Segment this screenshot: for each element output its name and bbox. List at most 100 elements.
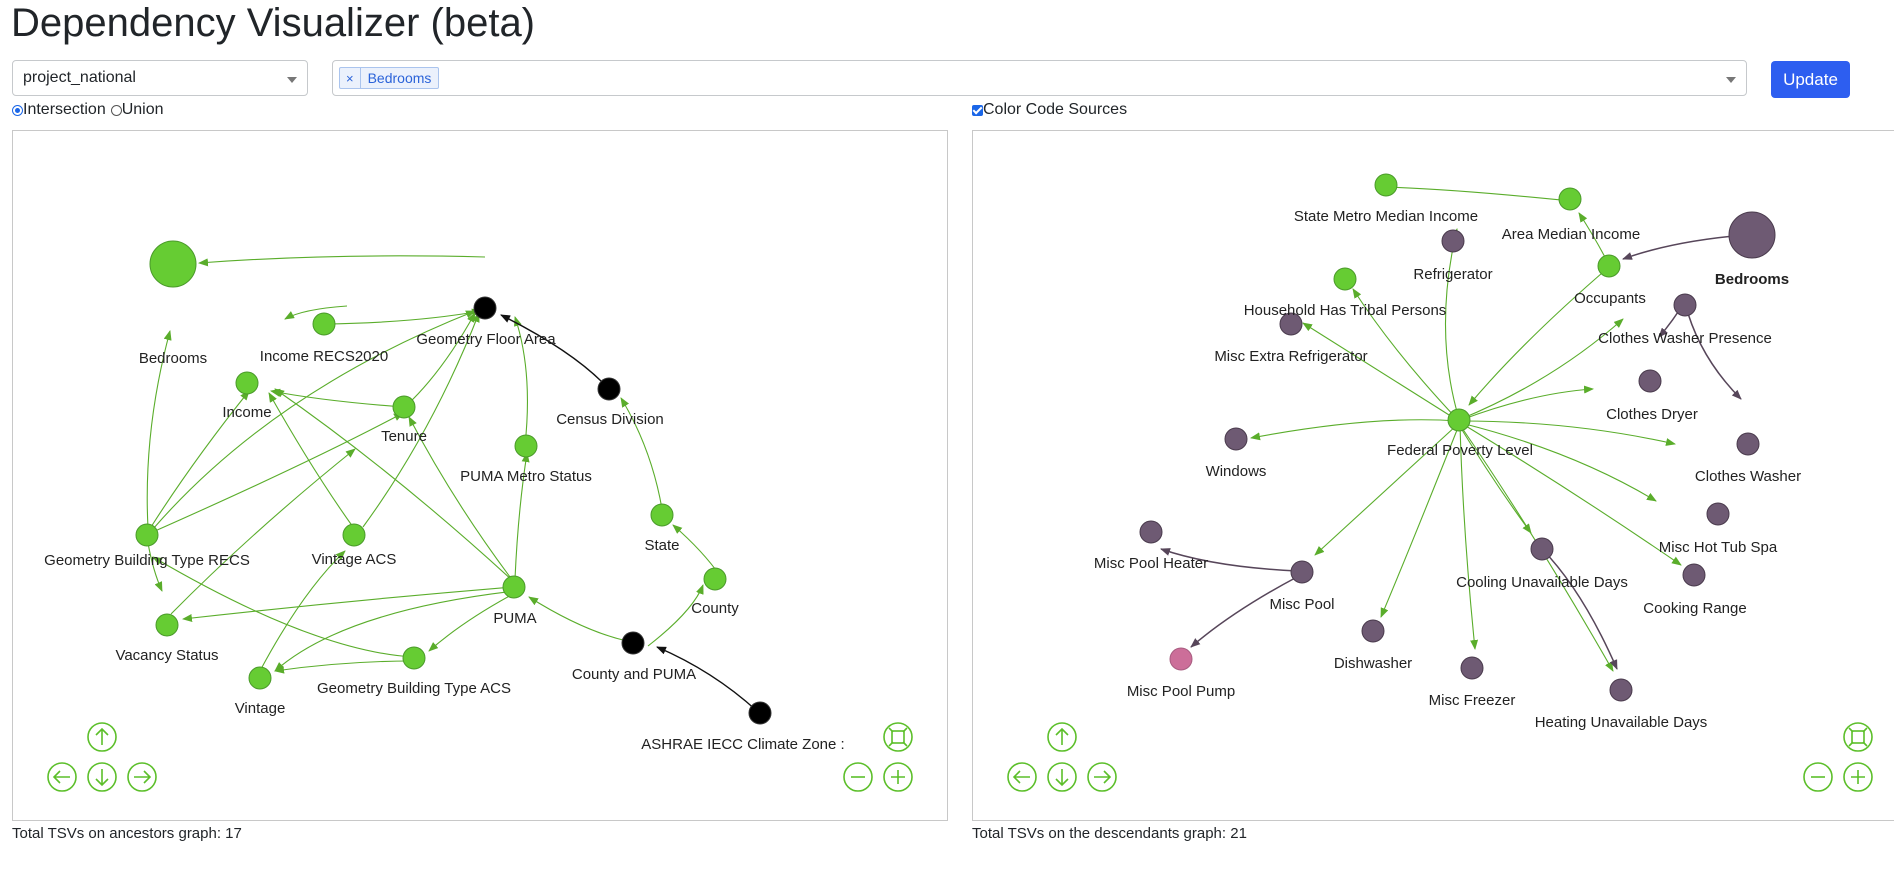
node-heating-unavailable-days[interactable] [1609,678,1633,702]
label-geometry-floor-area: Geometry Floor Area [416,331,556,348]
node-windows[interactable] [1224,427,1248,451]
node-dishwasher[interactable] [1361,619,1385,643]
zoom-extent-icon[interactable] [883,722,913,752]
zoom-out-icon[interactable] [1803,762,1833,792]
node-clothes-washer-presence[interactable] [1673,293,1697,317]
node-bedrooms[interactable] [1728,211,1776,259]
zoom-extent-icon[interactable] [1843,722,1873,752]
tag-remove-button[interactable]: × [340,68,361,88]
label-puma: PUMA [493,610,536,627]
arrow-up-icon[interactable] [87,722,117,752]
node-misc-extra-refrigerator[interactable] [1279,312,1303,336]
label-refrigerator: Refrigerator [1413,266,1492,283]
intersection-label[interactable]: Intersection [23,101,106,118]
node-vintage[interactable] [248,666,272,690]
node-county-and-puma[interactable] [621,631,645,655]
node-misc-freezer[interactable] [1460,656,1484,680]
node-household-has-tribal-persons[interactable] [1333,267,1357,291]
color-code-label[interactable]: Color Code Sources [983,101,1128,118]
label-income-recs2020: Income RECS2020 [260,348,388,365]
label-misc-pool-pump: Misc Pool Pump [1127,683,1235,700]
ancestors-graph[interactable]: Bedrooms Income RECS2020 Geometry Floor … [13,131,948,821]
node-cooking-range[interactable] [1682,563,1706,587]
node-misc-hot-tub-spa[interactable] [1706,502,1730,526]
label-income: Income [222,404,271,421]
label-household-has-tribal-persons: Household Has Tribal Persons [1244,302,1447,319]
node-area-median-income[interactable] [1558,187,1582,211]
label-misc-pool: Misc Pool [1269,596,1334,613]
label-cooking-range: Cooking Range [1643,600,1746,617]
node-bedrooms[interactable] [149,240,197,288]
label-cooling-unavailable-days: Cooling Unavailable Days [1456,574,1628,591]
color-code-checkbox[interactable] [972,104,983,116]
label-tenure: Tenure [381,428,427,445]
arrow-left-icon[interactable] [1007,762,1037,792]
node-county[interactable] [703,567,727,591]
update-button[interactable]: Update [1771,61,1850,98]
union-radio[interactable] [110,104,122,116]
descendants-graph[interactable]: State Metro Median Income Area Median In… [973,131,1894,821]
arrow-down-icon[interactable] [1047,762,1077,792]
label-windows: Windows [1206,463,1267,480]
node-clothes-dryer[interactable] [1638,369,1662,393]
node-vacancy-status[interactable] [155,613,179,637]
arrow-right-icon[interactable] [127,762,157,792]
label-county: County [691,600,739,617]
intersection-radio[interactable] [12,104,23,116]
node-income-recs2020[interactable] [312,312,336,336]
node-vintage-acs[interactable] [342,523,366,547]
node-state[interactable] [650,503,674,527]
node-clothes-washer[interactable] [1736,432,1760,456]
arrow-right-icon[interactable] [1087,762,1117,792]
color-code-toggle: Color Code Sources [972,101,1127,119]
node-geometry-floor-area[interactable] [473,296,497,320]
node-tenure[interactable] [392,395,416,419]
label-clothes-washer-presence: Clothes Washer Presence [1598,330,1772,347]
tsv-multiselect[interactable]: × Bedrooms [332,60,1747,96]
ancestors-graph-panel[interactable]: Bedrooms Income RECS2020 Geometry Floor … [12,130,948,821]
chevron-down-icon[interactable] [287,77,297,83]
label-area-median-income: Area Median Income [1502,226,1640,243]
label-vintage-acs: Vintage ACS [312,551,397,568]
label-ashrae-iecc-climate-zone: ASHRAE IECC Climate Zone : [641,736,844,753]
arrow-down-icon[interactable] [87,762,117,792]
project-select-value: project_national [23,69,136,86]
node-cooling-unavailable-days[interactable] [1530,537,1554,561]
label-clothes-dryer: Clothes Dryer [1606,406,1698,423]
node-misc-pool[interactable] [1290,560,1314,584]
node-federal-poverty-level[interactable] [1447,408,1471,432]
node-misc-pool-pump[interactable] [1169,647,1193,671]
descendants-graph-panel[interactable]: State Metro Median Income Area Median In… [972,130,1894,821]
label-misc-hot-tub-spa: Misc Hot Tub Spa [1659,539,1778,556]
label-state-metro-median-income: State Metro Median Income [1294,208,1478,225]
union-label[interactable]: Union [121,101,164,118]
zoom-in-icon[interactable] [1843,762,1873,792]
node-refrigerator[interactable] [1441,229,1465,253]
node-puma[interactable] [502,575,526,599]
label-geometry-building-type-acs: Geometry Building Type ACS [317,680,511,697]
project-select[interactable]: project_national [12,60,308,96]
node-geometry-building-type-acs[interactable] [402,646,426,670]
label-county-and-puma: County and PUMA [572,666,696,683]
chevron-down-icon[interactable] [1726,77,1736,83]
mode-radio-group: Intersection Union [12,101,164,119]
arrow-left-icon[interactable] [47,762,77,792]
node-occupants[interactable] [1597,254,1621,278]
node-income[interactable] [235,371,259,395]
node-state-metro-median-income[interactable] [1374,173,1398,197]
node-geometry-building-type-recs[interactable] [135,523,159,547]
label-federal-poverty-level: Federal Poverty Level [1387,442,1533,459]
ancestors-total: Total TSVs on ancestors graph: 17 [12,825,242,842]
node-ashrae-iecc-climate-zone[interactable] [748,701,772,725]
node-puma-metro-status[interactable] [514,434,538,458]
node-misc-pool-heater[interactable] [1139,520,1163,544]
label-misc-freezer: Misc Freezer [1429,692,1516,709]
zoom-out-icon[interactable] [843,762,873,792]
label-dishwasher: Dishwasher [1334,655,1412,672]
arrow-up-icon[interactable] [1047,722,1077,752]
label-vacancy-status: Vacancy Status [115,647,218,664]
label-geometry-building-type-recs: Geometry Building Type RECS [44,552,250,569]
zoom-in-icon[interactable] [883,762,913,792]
label-vintage: Vintage [235,700,286,717]
node-census-division[interactable] [597,377,621,401]
